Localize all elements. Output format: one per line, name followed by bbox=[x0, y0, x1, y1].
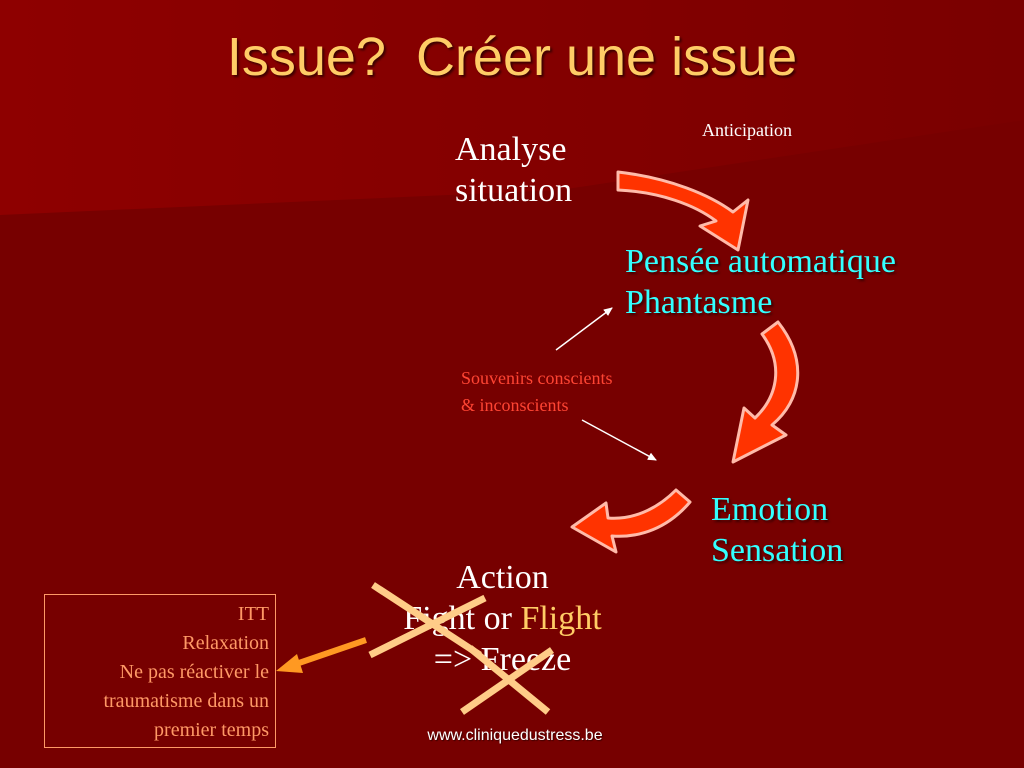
node-action: Action Fight or Flight => Freeze bbox=[380, 558, 625, 680]
itt-line: Ne pas réactiver le bbox=[119, 661, 269, 683]
thin-arrow-to-emotion bbox=[581, 419, 657, 461]
itt-box: ITT Relaxation Ne pas réactiver le traum… bbox=[44, 594, 276, 748]
node-analyse-line2: situation bbox=[455, 171, 573, 209]
node-emotion-line2: Sensation bbox=[711, 531, 844, 569]
node-pensee-line1: Pensée automatique bbox=[625, 243, 896, 280]
curved-arrow-emotion-to-action bbox=[570, 488, 692, 554]
footer-url: www.cliniquedustress.be bbox=[427, 727, 603, 744]
itt-line: ITT bbox=[237, 603, 269, 625]
label-anticipation: Anticipation bbox=[702, 120, 792, 140]
node-emotion-line1: Emotion bbox=[711, 491, 829, 528]
thin-arrow-to-pensee bbox=[555, 307, 613, 351]
node-analyse-situation: Analyse situation bbox=[455, 130, 572, 212]
background-band bbox=[0, 0, 1024, 215]
label-souvenirs: Souvenirs conscients & inconscients bbox=[461, 365, 612, 419]
word-flight: Flight bbox=[520, 599, 602, 637]
itt-line: premier temps bbox=[154, 719, 269, 741]
label-souvenirs-line1: Souvenirs conscients bbox=[461, 368, 613, 388]
itt-line: Relaxation bbox=[182, 632, 269, 654]
label-souvenirs-line2: & inconscients bbox=[461, 395, 569, 415]
cross-fight bbox=[368, 582, 487, 659]
orange-arrow-to-itt bbox=[276, 637, 367, 673]
curved-arrow-analyse-to-pensee bbox=[616, 170, 750, 252]
word-or: or bbox=[475, 599, 521, 637]
node-pensee-line2: Phantasme bbox=[625, 283, 773, 321]
node-analyse-line1: Analyse bbox=[455, 131, 567, 168]
node-emotion-sensation: Emotion Sensation bbox=[711, 490, 843, 572]
curved-arrow-pensee-to-emotion bbox=[731, 320, 800, 464]
slide-title: Issue? Créer une issue bbox=[226, 27, 798, 87]
node-action-line1: Action bbox=[456, 559, 549, 596]
itt-line: traumatisme dans un bbox=[103, 690, 269, 712]
cross-freeze bbox=[460, 645, 554, 715]
node-pensee-automatique: Pensée automatique Phantasme bbox=[625, 242, 896, 324]
